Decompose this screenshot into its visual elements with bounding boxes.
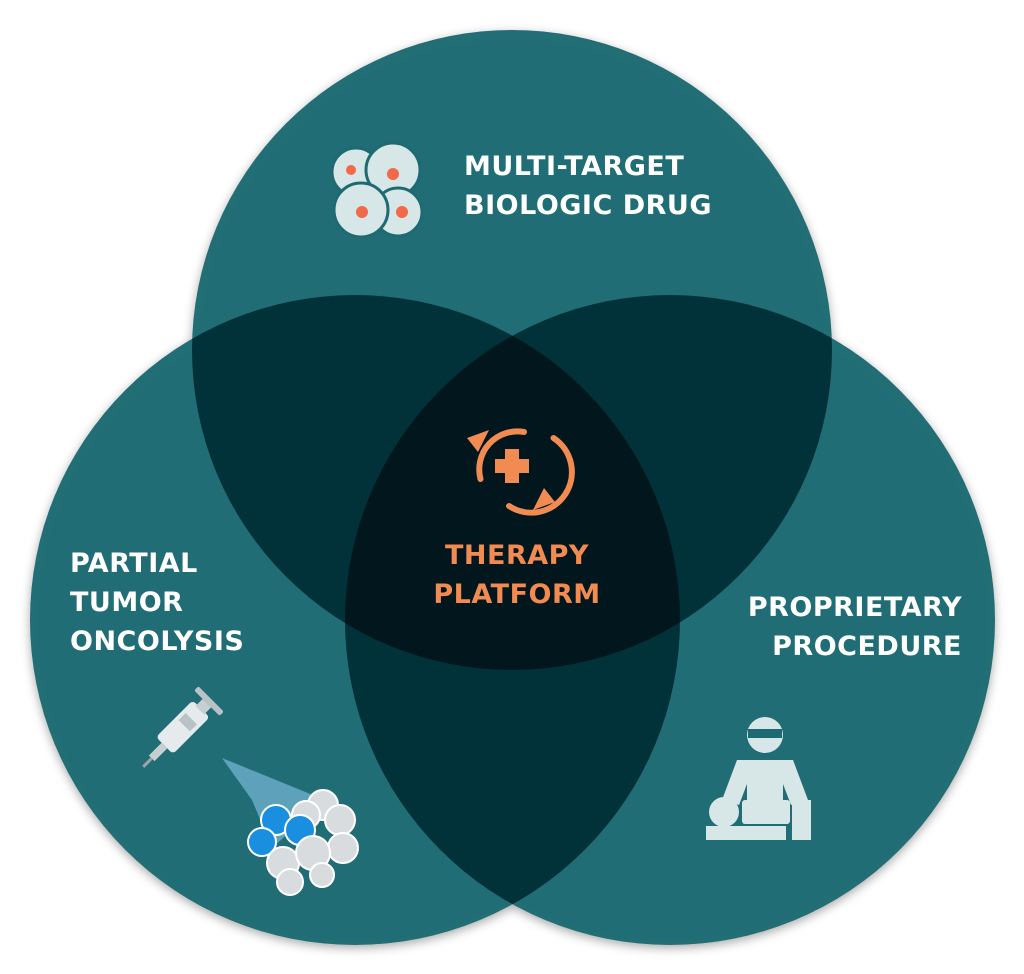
set-label-line: PROPRIETARY [747,592,962,623]
center-label-therapy-platform: THERAPY PLATFORM [400,536,634,614]
set-label-proprietary-procedure: PROPRIETARY PROCEDURE [748,588,962,666]
biologic-cells-icon [330,141,424,239]
set-label-line: MULTI-TARGET [464,151,685,182]
set-label-line: ONCOLYSIS [70,626,245,657]
center-label-line: THERAPY [445,540,589,571]
set-label-line: PARTIAL [70,548,198,579]
surgeon-procedure-icon [706,717,811,840]
injection-tumor-icon [142,686,359,896]
center-label-line: PLATFORM [433,579,601,610]
set-label-partial-tumor-oncolysis: PARTIAL TUMOR ONCOLYSIS [70,544,244,661]
cycle-plus-icon [467,428,575,516]
set-label-line: PROCEDURE [772,631,962,662]
set-label-multi-target-biologic-drug: MULTI-TARGET BIOLOGIC DRUG [464,147,712,225]
set-label-line: TUMOR [70,587,184,618]
set-label-line: BIOLOGIC DRUG [464,190,712,221]
